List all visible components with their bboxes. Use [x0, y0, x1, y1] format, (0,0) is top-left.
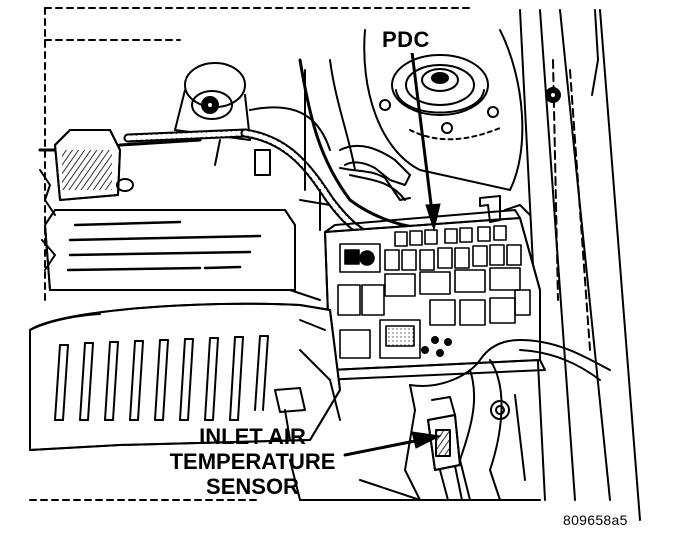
inlet-duct	[404, 339, 611, 501]
sensor-leader-arrow	[343, 431, 442, 457]
inlet-air-temperature-sensor-label: INLET AIR TEMPERATURE SENSOR	[150, 424, 355, 499]
air-cleaner-housing	[29, 302, 341, 451]
sensor-label-line-3: SENSOR	[206, 474, 299, 499]
sensor-label-line-2: TEMPERATURE	[169, 449, 336, 474]
connector-block	[54, 129, 134, 201]
right-fender	[519, 9, 641, 521]
sensor-label-line-1: INLET AIR	[199, 424, 306, 449]
fill-cap	[174, 62, 251, 141]
pdc-label: PDC	[376, 27, 436, 53]
power-distribution-center	[321, 209, 546, 381]
figure-number: 809658a5	[563, 512, 628, 528]
battery	[44, 209, 296, 291]
inlet-air-temperature-sensor	[427, 396, 463, 501]
pdc-leader-arrow	[410, 50, 441, 232]
strut-tower	[363, 29, 524, 191]
